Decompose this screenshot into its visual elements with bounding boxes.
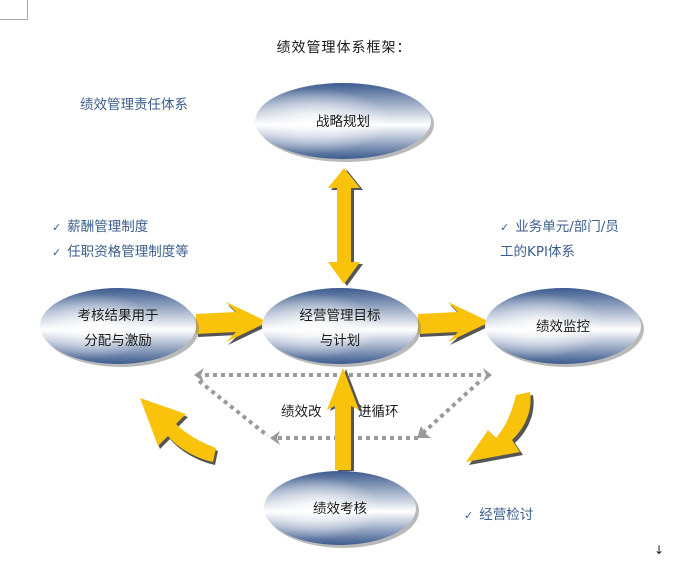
bottom-checklist-text: 经营检讨 bbox=[479, 507, 534, 523]
node-strategy: 战略规划 bbox=[255, 83, 434, 162]
bottom-checklist: ✓ 经营检讨 bbox=[464, 503, 533, 528]
loop-right-diagonal bbox=[422, 380, 481, 434]
left-checklist-item: ✓ 薪酬管理制度 bbox=[52, 215, 189, 240]
node-strategy-label: 战略规划 bbox=[316, 114, 370, 130]
node-incentive-label-line1: 考核结果用于 bbox=[78, 308, 159, 324]
left-checklist-item-text: 薪酬管理制度 bbox=[67, 219, 149, 235]
page-corner-mark bbox=[0, 0, 28, 20]
node-goals-label-line2: 与计划 bbox=[320, 333, 361, 349]
node-goals-label-line1: 经营管理目标 bbox=[300, 308, 381, 324]
node-incentive-label-line2: 分配与激励 bbox=[84, 333, 152, 349]
loop-bottom-left-arrowhead bbox=[270, 431, 280, 445]
arrow-goals-to-monitoring bbox=[418, 302, 492, 345]
paragraph-mark-icon: ↓ bbox=[653, 543, 664, 557]
check-icon: ✓ bbox=[500, 221, 510, 234]
left-checklist-item-text: 任职资格管理制度等 bbox=[67, 244, 189, 260]
loop-label-left: 绩效改 bbox=[281, 404, 322, 420]
loop-right-arrowhead bbox=[417, 426, 431, 438]
node-monitoring-label: 绩效监控 bbox=[536, 319, 590, 335]
arrow-strategy-goals bbox=[328, 168, 363, 286]
right-checklist-line1: 业务单元/部门/员 bbox=[515, 219, 619, 235]
loop-label-right: 进循环 bbox=[358, 404, 399, 420]
check-icon: ✓ bbox=[52, 221, 62, 234]
check-icon: ✓ bbox=[464, 509, 474, 522]
loop-top-left-arrowhead bbox=[194, 368, 204, 382]
diagram-title: 绩效管理体系框架： bbox=[276, 40, 412, 56]
responsibility-system-label: 绩效管理责任体系 bbox=[80, 97, 188, 113]
right-checklist-item: ✓ 业务单元/部门/员 bbox=[500, 215, 619, 240]
arrow-incentive-to-goals bbox=[196, 302, 270, 345]
arrow-assessment-to-incentive bbox=[140, 398, 218, 465]
check-icon: ✓ bbox=[52, 246, 62, 259]
node-goals: 经营管理目标 与计划 bbox=[262, 288, 421, 367]
arrow-assessment-to-goals bbox=[327, 368, 362, 471]
node-assessment-label: 绩效考核 bbox=[313, 501, 367, 517]
left-checklist: ✓ 薪酬管理制度 ✓ 任职资格管理制度等 bbox=[52, 215, 189, 265]
node-assessment: 绩效考核 bbox=[264, 471, 419, 548]
node-monitoring: 绩效监控 bbox=[485, 288, 644, 367]
node-incentive: 考核结果用于 分配与激励 bbox=[40, 288, 199, 367]
left-checklist-item: ✓ 任职资格管理制度等 bbox=[52, 240, 189, 265]
loop-top-right-arrowhead bbox=[483, 368, 492, 382]
right-checklist: ✓ 业务单元/部门/员 工的KPI体系 bbox=[500, 215, 619, 264]
loop-left-diagonal bbox=[197, 379, 270, 438]
right-checklist-line2: 工的KPI体系 bbox=[500, 244, 575, 260]
arrow-monitoring-to-assessment bbox=[466, 392, 534, 465]
